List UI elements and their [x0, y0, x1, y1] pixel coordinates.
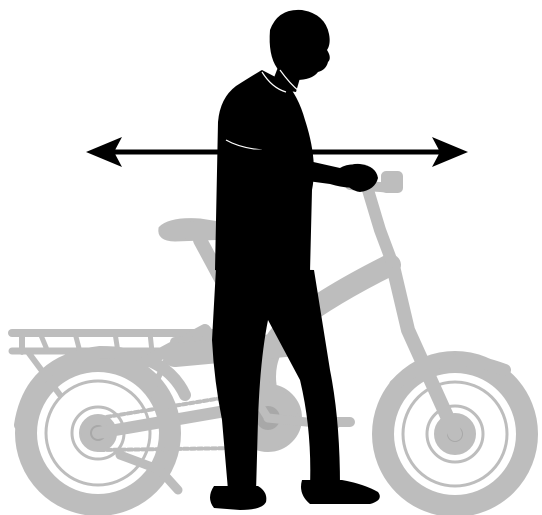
- left-shoe-icon: [210, 486, 266, 510]
- stem-icon: [368, 190, 392, 262]
- right-shoe-icon: [301, 480, 380, 504]
